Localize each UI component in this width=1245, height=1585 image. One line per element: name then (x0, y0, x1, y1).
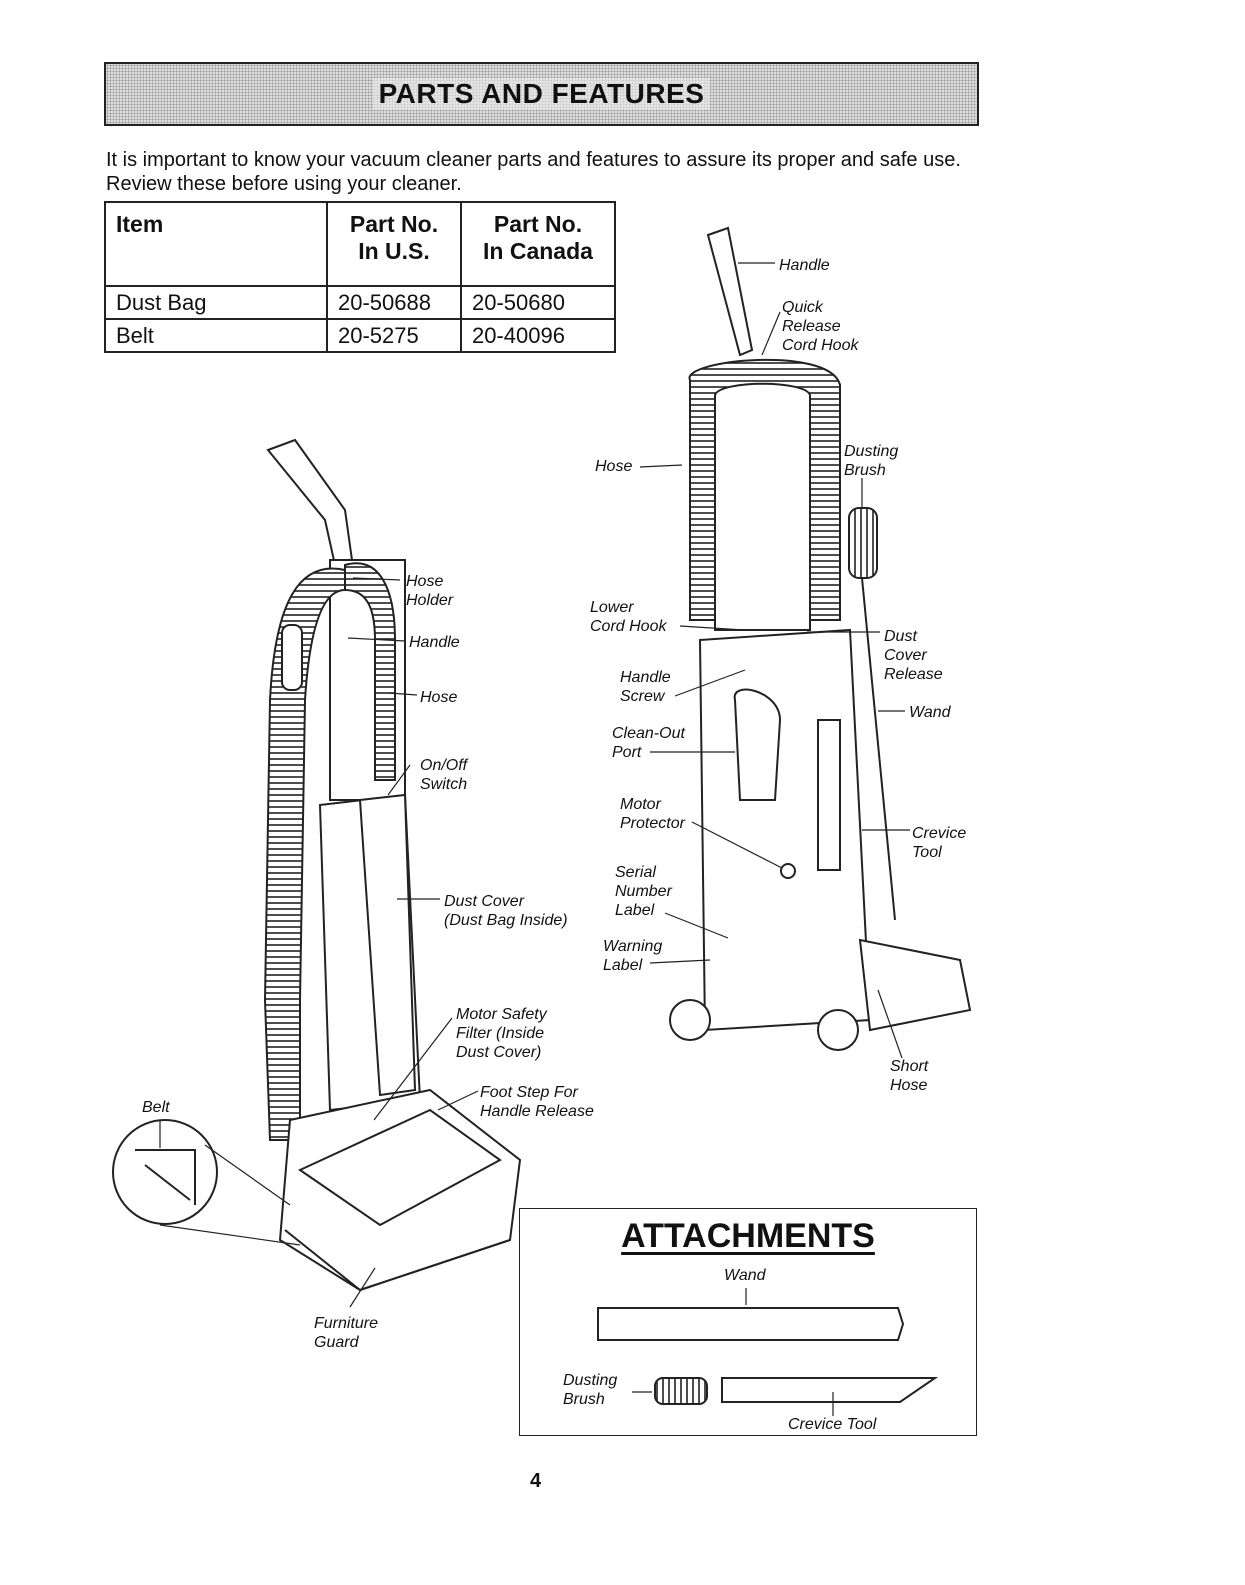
crevice-tool-drawing (721, 1377, 939, 1403)
table-header-row: Item Part No.In U.S. Part No.In Canada (104, 201, 616, 287)
cell-item: Belt (104, 318, 328, 353)
label-rear-handle: Handle (779, 257, 830, 274)
front-vacuum-drawing (263, 438, 522, 1292)
cell-canada: 20-40096 (460, 318, 616, 353)
label-rear-hose: Hose (595, 458, 632, 475)
parts-table: Item Part No.In U.S. Part No.In Canada D… (104, 201, 616, 353)
header-canada: Part No.In Canada (460, 201, 616, 287)
label-dust-cover: Dust Cover(Dust Bag Inside) (444, 893, 568, 929)
cell-item: Dust Bag (104, 285, 328, 320)
label-attach-wand: Wand (724, 1267, 767, 1284)
wand-drawing (597, 1307, 905, 1341)
front-leaders (159, 577, 479, 1308)
table-row: Dust Bag 20-50688 20-50680 (104, 285, 616, 320)
section-title-bar: PARTS AND FEATURES (104, 62, 979, 126)
attachments-box: ATTACHMENTS (519, 1208, 977, 1436)
cell-us: 20-5275 (326, 318, 462, 353)
label-attach-crevice-tool: Crevice Tool (788, 1416, 877, 1433)
label-belt: Belt (142, 1099, 170, 1116)
rear-leaders (632, 262, 910, 1416)
rear-vacuum-drawing (669, 226, 972, 1051)
cell-us: 20-50688 (326, 285, 462, 320)
dusting-brush-drawing (654, 1377, 708, 1405)
intro-paragraph: It is important to know your vacuum clea… (106, 149, 961, 195)
attachments-title: ATTACHMENTS (621, 1217, 875, 1255)
cell-canada: 20-50680 (460, 285, 616, 320)
header-item: Item (104, 201, 328, 287)
section-title: PARTS AND FEATURES (372, 78, 711, 110)
page-number: 4 (530, 1470, 542, 1492)
label-front-handle: Handle (409, 634, 460, 651)
label-rear-wand: Wand (909, 704, 952, 721)
table-row: Belt 20-5275 20-40096 (104, 318, 616, 353)
label-front-hose: Hose (420, 689, 457, 706)
header-us: Part No.In U.S. (326, 201, 462, 287)
belt-inset-drawing (112, 1119, 301, 1246)
